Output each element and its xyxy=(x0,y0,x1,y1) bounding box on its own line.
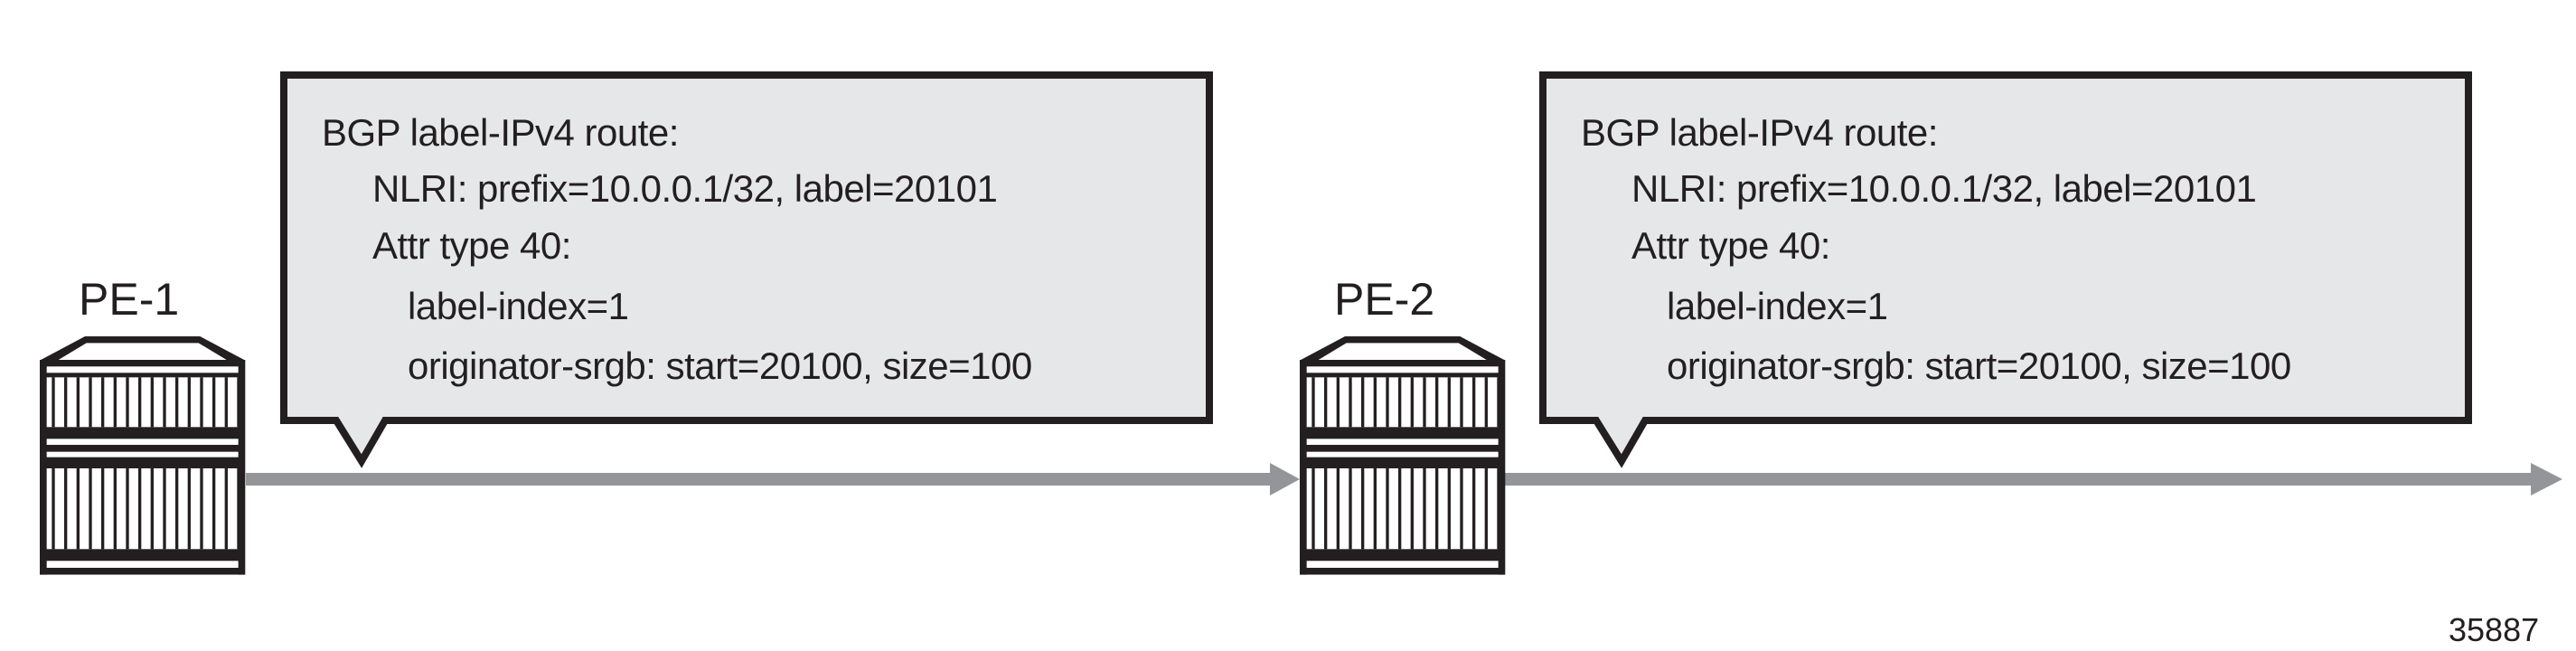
router-slot-line xyxy=(1410,377,1414,428)
router-slot-line xyxy=(187,377,191,428)
router-slot-line xyxy=(1397,467,1402,550)
router-slot-line xyxy=(1423,377,1426,428)
router-icon-pe1 xyxy=(40,336,246,581)
node-label-pe2: PE-2 xyxy=(1334,274,1435,325)
router-slot-line xyxy=(137,467,142,550)
router-slot-line xyxy=(89,467,92,550)
router-slot-line xyxy=(212,377,216,428)
router-slot-line xyxy=(1312,467,1315,550)
router-slot-line xyxy=(1397,377,1402,428)
callout-title: BGP label-IPv4 route: xyxy=(1581,111,1938,154)
arrowhead-icon xyxy=(2531,463,2562,495)
router-slot-line xyxy=(1349,377,1352,428)
callout-nlri: NLRI: prefix=10.0.0.1/32, label=20101 xyxy=(372,167,998,210)
router-slot-line xyxy=(1497,467,1500,550)
router-slot-line xyxy=(1497,377,1500,428)
router-slot-line xyxy=(1360,377,1365,428)
router-slot-line xyxy=(137,377,142,428)
router-slot-line xyxy=(187,467,191,550)
callout-nlri: NLRI: prefix=10.0.0.1/32, label=20101 xyxy=(1631,167,2257,210)
router-slot-line xyxy=(1484,377,1488,428)
router-slot-line xyxy=(174,467,179,550)
router-slot-line xyxy=(1434,377,1439,428)
router-slot-line xyxy=(89,377,92,428)
router-slot-line xyxy=(1423,467,1426,550)
callout-box-2 xyxy=(1539,71,2472,468)
callout-attr: Attr type 40: xyxy=(1631,224,1830,267)
router-slot-line xyxy=(224,377,228,428)
figure-number: 35887 xyxy=(2449,611,2540,648)
router-slot-line xyxy=(1323,467,1328,550)
router-slot-line xyxy=(1484,467,1488,550)
callout-label-index: label-index=1 xyxy=(408,285,629,327)
router-slot-line xyxy=(237,467,240,550)
router-slot-line xyxy=(126,377,129,428)
router-slot-line xyxy=(100,467,105,550)
router-slot-line xyxy=(1410,467,1414,550)
router-slot-line xyxy=(52,467,55,550)
router-slot-line xyxy=(212,467,216,550)
router-slot-line xyxy=(200,467,203,550)
router-slot-line xyxy=(1373,377,1377,428)
router-slot-line xyxy=(126,467,129,550)
arrowhead-icon xyxy=(1270,463,1300,495)
router-icon-pe2 xyxy=(1300,336,1506,581)
router-slot-line xyxy=(1336,467,1340,550)
callout-srgb: originator-srgb: start=20100, size=100 xyxy=(408,344,1032,387)
router-slot-line xyxy=(1373,467,1377,550)
router-slot-line xyxy=(1323,377,1328,428)
router-slot-line xyxy=(1471,377,1476,428)
router-slot-line xyxy=(224,467,228,550)
link-pe1-pe2 xyxy=(246,463,1300,495)
router-slot-line xyxy=(1460,377,1463,428)
router-slot-line xyxy=(1447,467,1451,550)
router-slot-line xyxy=(76,377,80,428)
router-slot-line xyxy=(1386,377,1389,428)
router-slot-line xyxy=(113,377,117,428)
callout-title: BGP label-IPv4 route: xyxy=(322,111,679,154)
router-slot-line xyxy=(150,377,154,428)
router-slot-line xyxy=(63,467,68,550)
router-slot-line xyxy=(1434,467,1439,550)
router-slot-line xyxy=(1386,467,1389,550)
router-slot-line xyxy=(52,377,55,428)
router-slot-line xyxy=(1447,377,1451,428)
callout-srgb: originator-srgb: start=20100, size=100 xyxy=(1667,344,2291,387)
callout-box-1 xyxy=(280,71,1213,468)
router-slot-line xyxy=(1471,467,1476,550)
router-slot-line xyxy=(163,377,166,428)
router-slot-line xyxy=(1349,467,1352,550)
router-slot-line xyxy=(76,467,80,550)
router-slot-line xyxy=(1312,377,1315,428)
router-slot-line xyxy=(237,377,240,428)
router-slot-line xyxy=(1460,467,1463,550)
router-slot-line xyxy=(163,467,166,550)
node-label-pe1: PE-1 xyxy=(79,274,180,325)
router-slot-line xyxy=(1336,377,1340,428)
router-slot-line xyxy=(100,377,105,428)
router-slot-line xyxy=(174,377,179,428)
router-slot-line xyxy=(200,377,203,428)
link-pe2-out xyxy=(1502,463,2562,495)
router-slot-line xyxy=(63,377,68,428)
callout-label-index: label-index=1 xyxy=(1667,285,1888,327)
callout-attr: Attr type 40: xyxy=(372,224,571,267)
router-slot-line xyxy=(113,467,117,550)
router-slot-line xyxy=(150,467,154,550)
router-slot-line xyxy=(1360,467,1365,550)
